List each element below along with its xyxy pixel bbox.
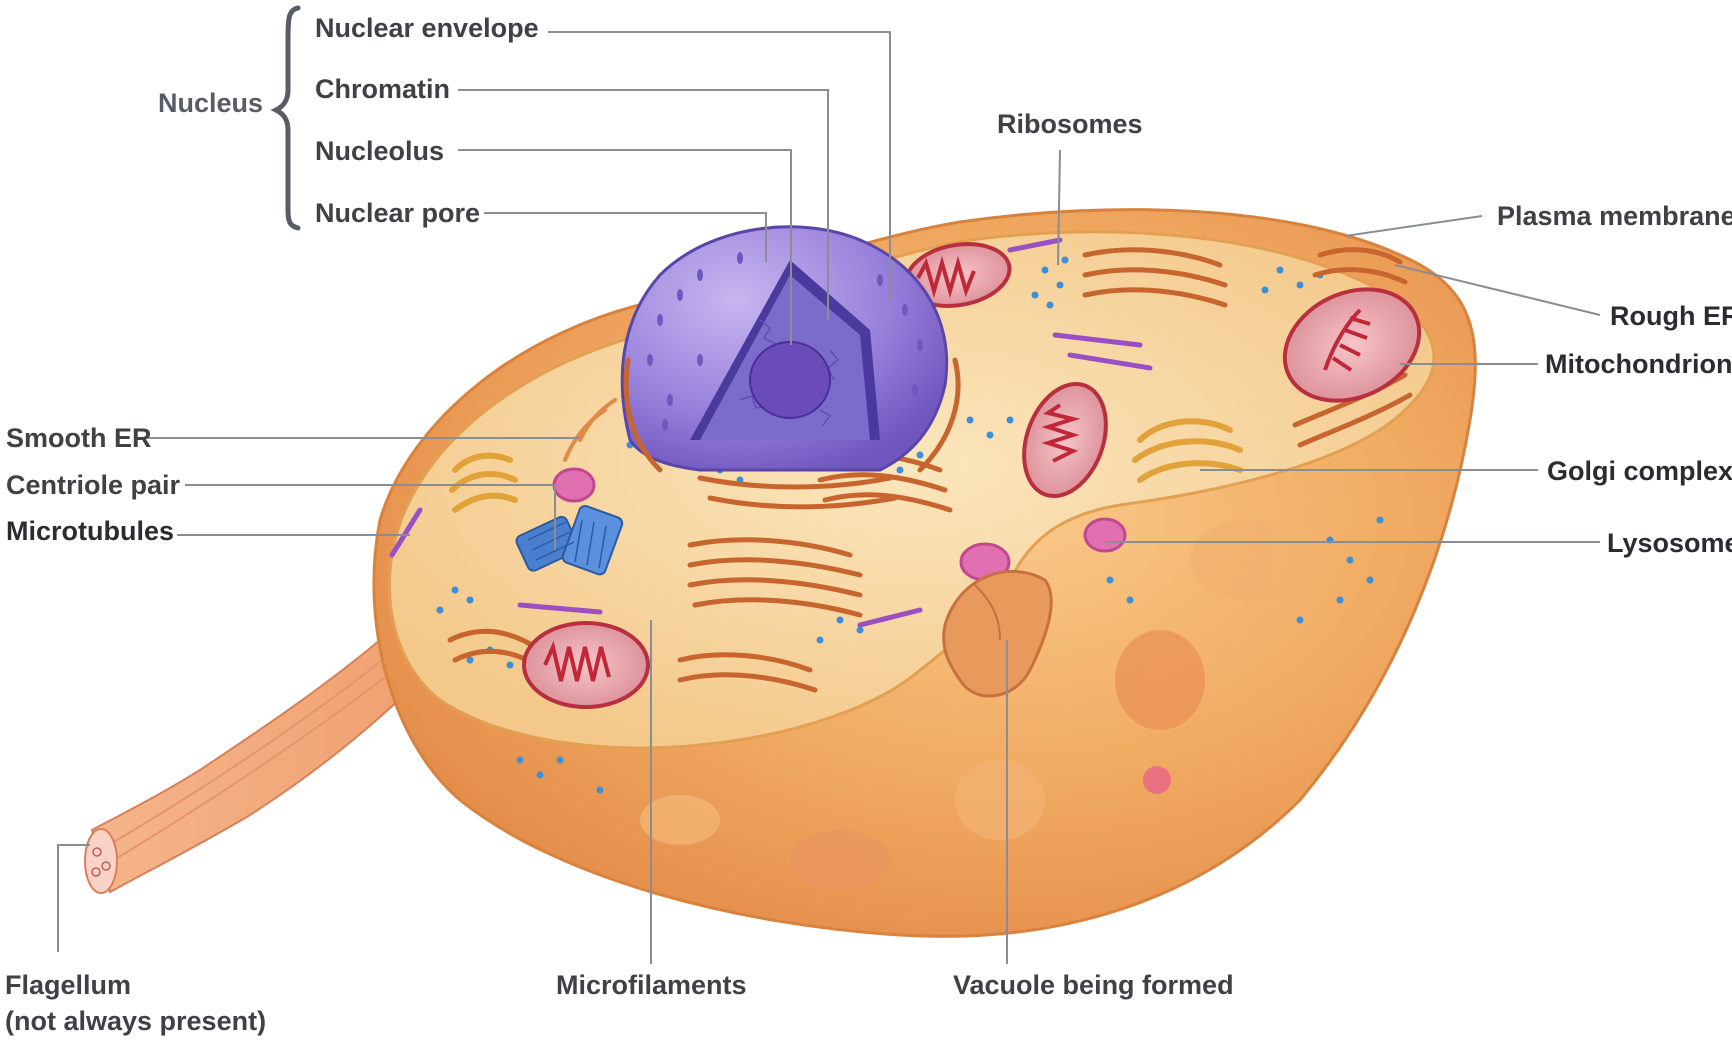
nucleus-brace bbox=[276, 8, 298, 228]
label-nucleus-group: Nucleus bbox=[158, 90, 263, 117]
label-ribosomes: Ribosomes bbox=[997, 111, 1143, 138]
flagellum bbox=[85, 640, 430, 893]
label-rough-er: Rough ER bbox=[1610, 303, 1732, 330]
label-nucleolus: Nucleolus bbox=[315, 138, 444, 165]
label-flagellum-note: (not always present) bbox=[5, 1008, 266, 1035]
label-flagellum: Flagellum bbox=[5, 972, 131, 999]
label-chromatin: Chromatin bbox=[315, 76, 450, 103]
label-nuclear-pore: Nuclear pore bbox=[315, 200, 480, 227]
label-plasma-membrane: Plasma membrane bbox=[1497, 203, 1732, 230]
label-lysosome: Lysosome bbox=[1607, 530, 1732, 557]
label-smooth-er: Smooth ER bbox=[6, 425, 152, 452]
label-microfilaments: Microfilaments bbox=[556, 972, 747, 999]
label-microtubules: Microtubules bbox=[6, 518, 174, 545]
label-mitochondrion: Mitochondrion bbox=[1545, 351, 1732, 378]
label-vacuole: Vacuole being formed bbox=[953, 972, 1234, 999]
label-centriole-pair: Centriole pair bbox=[6, 472, 180, 499]
leader-plasma-membrane bbox=[1345, 216, 1482, 236]
label-golgi-complex: Golgi complex bbox=[1547, 458, 1732, 485]
label-nuclear-envelope: Nuclear envelope bbox=[315, 15, 539, 42]
